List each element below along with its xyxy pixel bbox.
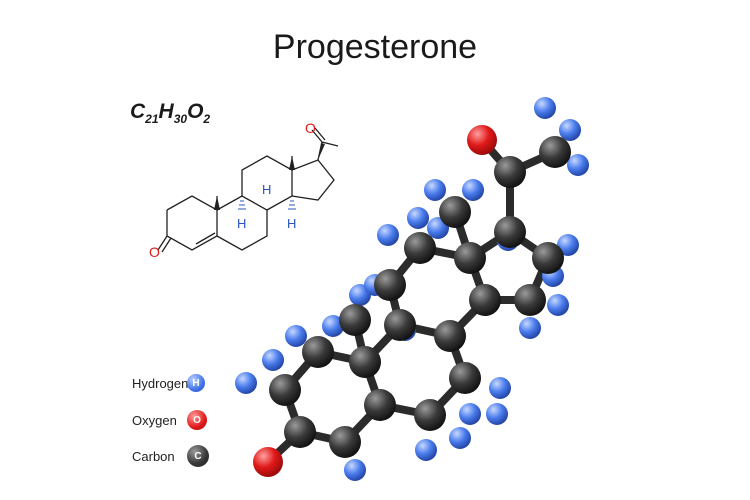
hydrogen-atom bbox=[377, 224, 399, 246]
carbon-atom bbox=[449, 362, 481, 394]
skeletal-hydrogen-label: H bbox=[237, 216, 246, 231]
skeletal-bonds bbox=[157, 127, 339, 253]
hydrogen-atom bbox=[489, 377, 511, 399]
molecule-bonds bbox=[264, 136, 559, 466]
hydrogen-atom bbox=[322, 315, 344, 337]
formula-carbon: C bbox=[130, 100, 146, 123]
carbon-atom bbox=[374, 269, 406, 301]
hydrogen-atom bbox=[567, 154, 589, 176]
carbon-atom bbox=[339, 304, 371, 336]
oxygen-atoms bbox=[253, 125, 497, 477]
hydrogen-atom bbox=[235, 372, 257, 394]
carbon-ball-icon: C bbox=[187, 445, 209, 467]
formula-carbon-count: 21 bbox=[145, 112, 159, 127]
legend-hydrogen: Hydrogen H bbox=[132, 371, 205, 395]
wedge-bond bbox=[214, 196, 220, 210]
hydrogen-ball-icon: H bbox=[187, 374, 205, 392]
carbon-atom bbox=[494, 156, 526, 188]
carbon-atom bbox=[384, 309, 416, 341]
oxygen-atom bbox=[253, 447, 283, 477]
carbon-atom bbox=[532, 242, 564, 274]
hydrogen-atom bbox=[534, 97, 556, 119]
hydrogen-atom bbox=[547, 294, 569, 316]
legend-carbon: Carbon C bbox=[132, 444, 209, 468]
hashed-bonds bbox=[238, 200, 296, 210]
wedge-bond bbox=[318, 143, 325, 160]
carbon-atoms bbox=[269, 136, 571, 458]
oxygen-ball-icon: O bbox=[187, 410, 207, 430]
legend-oxygen: Oxygen O bbox=[132, 408, 207, 432]
carbon-atom bbox=[329, 426, 361, 458]
hydrogen-atom bbox=[285, 325, 307, 347]
skeletal-hydrogen-label: H bbox=[262, 182, 271, 197]
formula-oxygen: O bbox=[187, 100, 204, 123]
formula-hydrogen: H bbox=[158, 100, 174, 123]
carbon-atom bbox=[404, 232, 436, 264]
oxygen-atom bbox=[467, 125, 497, 155]
hydrogen-atom bbox=[519, 317, 541, 339]
carbon-atom bbox=[539, 136, 571, 168]
carbon-atom bbox=[454, 242, 486, 274]
hydrogen-atom bbox=[424, 179, 446, 201]
carbon-atom bbox=[302, 336, 334, 368]
hydrogen-atom bbox=[557, 234, 579, 256]
carbon-atom bbox=[364, 389, 396, 421]
wedge-bond bbox=[289, 156, 295, 170]
hydrogen-atom bbox=[462, 179, 484, 201]
hydrogen-atom bbox=[262, 349, 284, 371]
skeletal-oxygen-ketone: O bbox=[149, 244, 160, 260]
page-title: Progesterone bbox=[272, 28, 478, 66]
hydrogen-atom bbox=[407, 207, 429, 229]
skeletal-oxygen-acetyl: O bbox=[305, 120, 316, 136]
formula-oxygen-count: 2 bbox=[203, 112, 211, 127]
carbon-atom bbox=[434, 320, 466, 352]
carbon-atom bbox=[284, 416, 316, 448]
carbon-atom bbox=[349, 346, 381, 378]
carbon-atom bbox=[269, 374, 301, 406]
carbon-atom bbox=[439, 196, 471, 228]
legend-label: Oxygen bbox=[132, 412, 177, 428]
hydrogen-atom bbox=[459, 403, 481, 425]
legend-label: Carbon bbox=[132, 448, 175, 464]
carbon-atom bbox=[469, 284, 501, 316]
chemical-formula: C21H30O2 bbox=[130, 100, 210, 126]
hydrogen-atom bbox=[449, 427, 471, 449]
hydrogen-atom bbox=[415, 439, 437, 461]
legend-label: Hydrogen bbox=[132, 375, 189, 391]
carbon-atom bbox=[514, 284, 546, 316]
skeletal-hydrogen-label: H bbox=[287, 216, 296, 231]
hydrogen-atom bbox=[344, 459, 366, 481]
hydrogen-atom bbox=[559, 119, 581, 141]
formula-hydrogen-count: 30 bbox=[173, 112, 188, 127]
carbon-atom bbox=[414, 399, 446, 431]
hydrogen-atom bbox=[486, 403, 508, 425]
carbon-atom bbox=[494, 216, 526, 248]
